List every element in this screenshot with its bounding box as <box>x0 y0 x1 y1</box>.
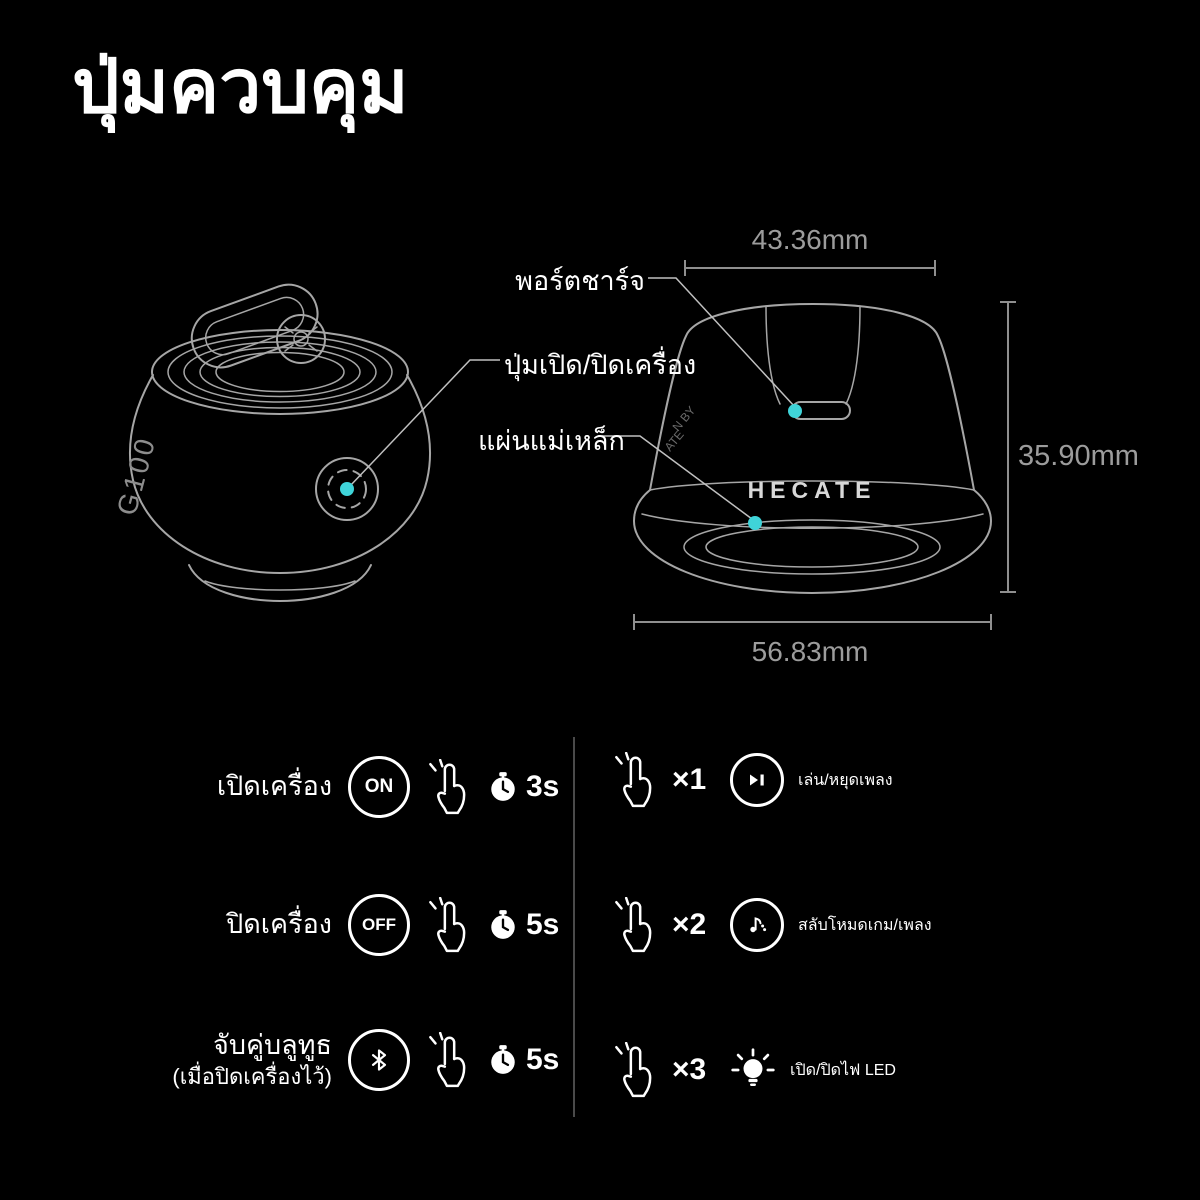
column-divider <box>573 737 575 1117</box>
control-row-play-pause: ×1 เล่น/หยุดเพลง <box>612 740 893 820</box>
dome-body-outline <box>649 303 975 491</box>
action-label: สลับโหมดเกม/เพลง <box>798 916 932 934</box>
tap-hand-icon <box>429 1032 466 1088</box>
tap-hand-icon <box>429 897 466 953</box>
control-label: ปิดเครื่อง <box>226 909 332 940</box>
clock-icon <box>491 772 515 801</box>
hold-duration: 3s <box>488 770 559 804</box>
page-title: ปุ่มควบคุม <box>72 44 409 128</box>
duration-text: 5s <box>526 908 560 941</box>
skirt-outline <box>633 489 992 594</box>
clip-emblem <box>276 314 326 364</box>
game-music-mode-icon <box>730 898 784 952</box>
action-label: เปิด/ปิดไฟ LED <box>790 1061 896 1079</box>
brand-text: HECATE <box>748 477 877 503</box>
control-label: เปิดเครื่อง <box>216 771 332 802</box>
dimension-label-bottom-width: 56.83mm <box>751 636 869 667</box>
on-badge: ON <box>348 756 410 818</box>
bluetooth-badge <box>348 1029 410 1091</box>
dimension-label-top-width: 43.36mm <box>751 224 869 255</box>
side-print-text-2: ATE <box>662 428 687 454</box>
control-label: จับคู่บลูทูธ (เมื่อปิดเครื่องไว้) <box>150 1029 332 1090</box>
clock-icon <box>491 1045 515 1074</box>
control-row-mode-switch: ×2 สลับโหมดเกม/เพลง <box>612 885 932 965</box>
tap-count: ×3 <box>672 1053 707 1086</box>
callout-label-charging-port: พอร์ตชาร์จ <box>515 266 645 296</box>
tap-count: ×2 <box>672 908 707 941</box>
hold-duration: 5s <box>488 908 559 942</box>
right-speaker-illustration: HECATE N BY ATE <box>633 303 992 594</box>
tap-hand-icon <box>615 1042 652 1098</box>
callout-label-power-button: ปุ่มเปิด/ปิดเครื่อง <box>504 350 697 380</box>
left-speaker-illustration: G100 <box>111 283 432 602</box>
dimension-line-top-width <box>684 260 936 276</box>
control-row-led-light: ×3 เปิด/ปิดไฟ LED <box>612 1030 896 1110</box>
clock-icon <box>491 910 515 939</box>
speaker-body-outline <box>128 374 432 574</box>
control-row-bluetooth-pairing: จับคู่บลูทูธ (เมื่อปิดเครื่องไว้) 5s <box>150 1020 559 1100</box>
play-pause-icon <box>730 753 784 807</box>
tap-hand-icon <box>615 897 652 953</box>
duration-text: 5s <box>526 1043 560 1076</box>
base-ring-outer <box>683 519 941 575</box>
tap-hand-icon <box>429 759 466 815</box>
off-badge: OFF <box>348 894 410 956</box>
duration-text: 3s <box>526 770 560 803</box>
dimension-label-height: 35.90mm <box>1018 440 1139 472</box>
callout-label-magnet-plate: แผ่นแม่เหล็ก <box>478 426 625 456</box>
speaker-base-outline <box>188 564 372 602</box>
control-row-power-on: เปิดเครื่อง ON 3s <box>150 747 559 827</box>
power-button-icon <box>315 457 379 521</box>
left-speaker-model-text: G100 <box>111 433 162 519</box>
action-label: เล่น/หยุดเพลง <box>798 771 893 789</box>
bluetooth-icon <box>371 1049 387 1071</box>
control-sublabel: (เมื่อปิดเครื่องไว้) <box>172 1064 332 1090</box>
carabiner-clip <box>190 283 319 369</box>
tap-hand-icon <box>615 752 652 808</box>
usb-c-port <box>791 401 851 420</box>
led-bulb-icon <box>731 1048 775 1086</box>
control-row-power-off: ปิดเครื่อง OFF 5s <box>150 885 559 965</box>
base-ring-inner <box>705 526 919 568</box>
hold-duration: 5s <box>488 1043 559 1077</box>
tap-count: ×1 <box>672 763 707 796</box>
